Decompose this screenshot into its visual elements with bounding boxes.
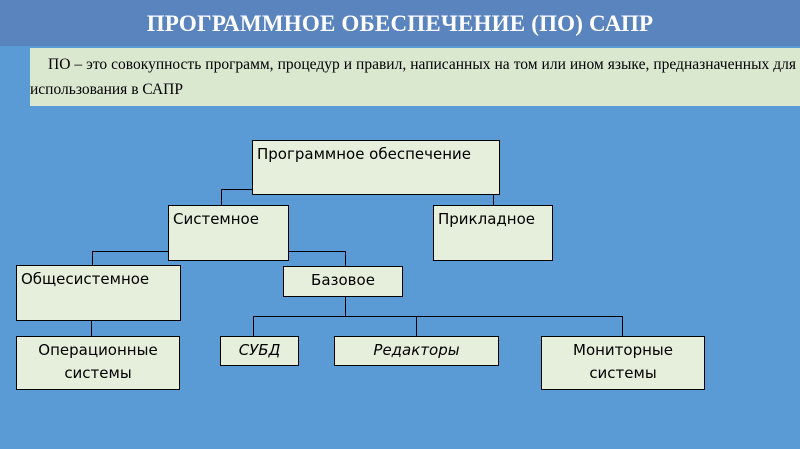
connector [92, 251, 93, 266]
connector [253, 316, 254, 336]
node-editors: Редакторы [334, 336, 499, 366]
connector [622, 316, 623, 336]
slide-title: ПРОГРАММНОЕ ОБЕСПЕЧЕНИЕ (ПО) САПР [146, 11, 654, 36]
connector [345, 297, 346, 317]
connector [253, 316, 623, 317]
definition-text: ПО – это совокупность программ, процедур… [30, 56, 796, 98]
connector [345, 251, 346, 266]
node-basic: Базовое [283, 266, 403, 297]
node-general: Общесистемное [16, 265, 181, 321]
definition-box [30, 48, 800, 106]
node-dbms: СУБД [220, 336, 299, 366]
connector [221, 189, 222, 207]
node-os: Операционные системы [16, 336, 180, 390]
node-software: Программное обеспечение [252, 140, 500, 195]
node-monitor-systems: Мониторные системы [541, 336, 705, 390]
connector [493, 189, 494, 207]
node-applied: Прикладное [433, 205, 553, 261]
connector [416, 316, 417, 336]
title-bar [0, 0, 800, 46]
node-system: Системное [168, 205, 289, 261]
